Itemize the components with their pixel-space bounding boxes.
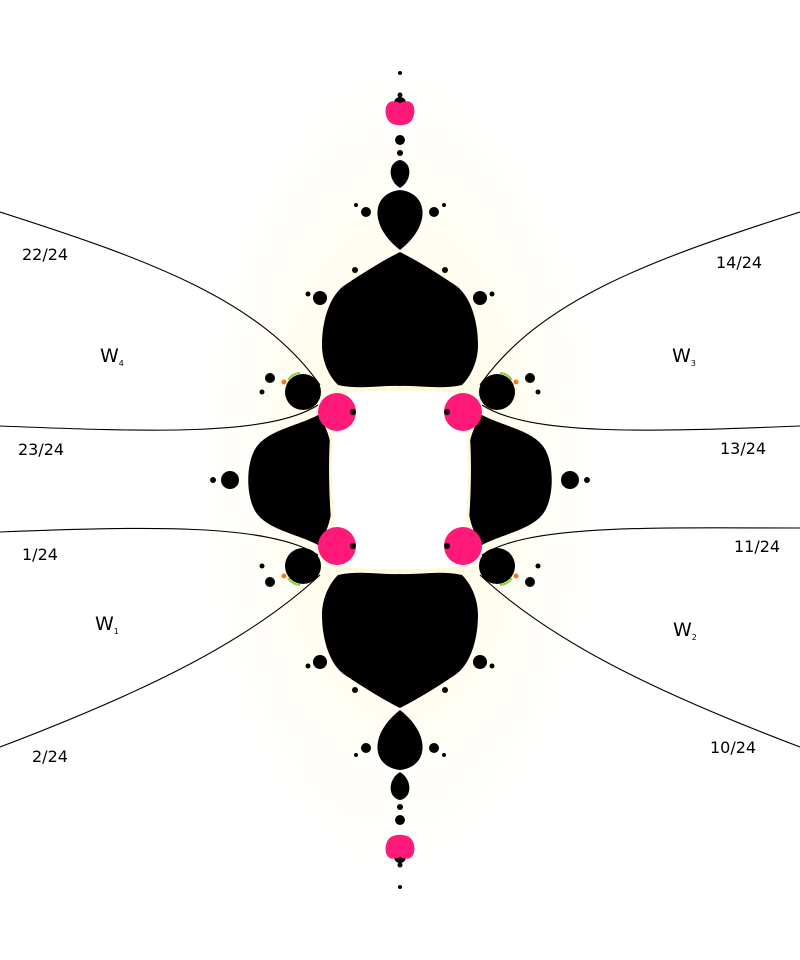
external-rays xyxy=(0,211,800,748)
label-14-24: 14/24 xyxy=(716,253,762,272)
region-w3: W3 xyxy=(672,345,696,368)
ray-1-24 xyxy=(0,527,319,556)
central-hole xyxy=(329,387,471,573)
label-10-24: 10/24 xyxy=(710,738,756,757)
label-11-24: 11/24 xyxy=(734,537,780,556)
top-spine xyxy=(354,71,446,250)
region-labels: W4 W3 W1 W2 xyxy=(95,345,697,642)
ray-23-24 xyxy=(0,404,319,431)
ray-14-24 xyxy=(479,211,800,386)
label-2-24: 2/24 xyxy=(32,747,68,766)
region-w1: W1 xyxy=(95,613,119,636)
ray-10-24 xyxy=(479,574,800,748)
ray-labels: 22/24 23/24 1/24 2/24 14/24 13/24 11/24 … xyxy=(18,245,780,766)
central-hyperbolic-bulbs xyxy=(318,393,482,565)
label-22-24: 22/24 xyxy=(22,245,68,264)
label-1-24: 1/24 xyxy=(22,545,58,564)
left-body xyxy=(210,415,333,545)
lower-main-body xyxy=(305,572,495,708)
label-23-24: 23/24 xyxy=(18,440,64,459)
upper-main-body xyxy=(305,252,495,388)
right-body xyxy=(467,415,590,545)
ray-2-24 xyxy=(0,574,321,748)
bottom-spine xyxy=(354,710,446,889)
top-hyperbolic-bulb xyxy=(385,97,415,126)
region-w2: W2 xyxy=(673,619,697,642)
ray-13-24 xyxy=(481,404,800,431)
ray-22-24 xyxy=(0,211,321,386)
landing-discs xyxy=(259,372,541,587)
ray-11-24 xyxy=(481,527,800,556)
bottom-hyperbolic-bulb xyxy=(385,834,415,863)
region-w4: W4 xyxy=(100,345,124,368)
label-13-24: 13/24 xyxy=(720,439,766,458)
